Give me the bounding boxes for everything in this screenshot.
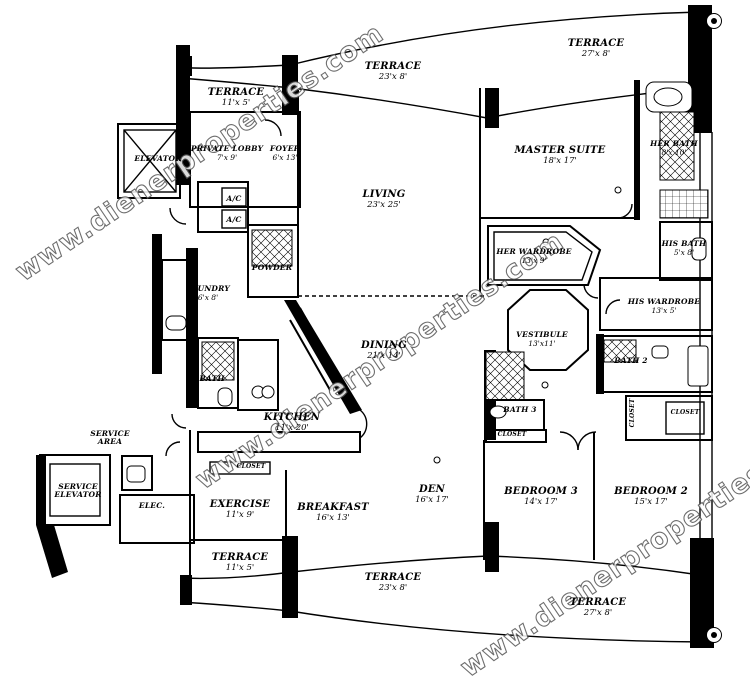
corner-marker-bottom [706,627,722,643]
room-elec: ELEC. [138,501,166,510]
room-elevator: ELEVATOR [134,154,182,163]
room-closet-bed2-small: CLOSET [629,398,636,428]
room-ac-2: A/C [226,215,242,224]
room-closet-bed2: CLOSET [670,409,700,416]
terrace-bottom-inner [179,555,489,580]
room-bath-3: BATH 3 [503,405,537,414]
room-ac-1: A/C [226,194,242,203]
room-service-area: SERVICE AREA [90,429,130,446]
terrace-bottom-outline [179,601,706,643]
terrace-top-inner [179,77,488,119]
room-bath-service: BATH [199,374,225,383]
room-closet-kitchen: CLOSET [236,463,266,470]
room-service-elevator: SERVICE ELEVATOR [54,482,102,499]
room-powder: POWDER [251,263,293,272]
terrace-top-outline [179,11,701,69]
corner-marker-top [706,13,722,29]
room-closet-bed3: CLOSET [497,431,527,438]
room-bath-2: BATH 2 [614,356,648,365]
